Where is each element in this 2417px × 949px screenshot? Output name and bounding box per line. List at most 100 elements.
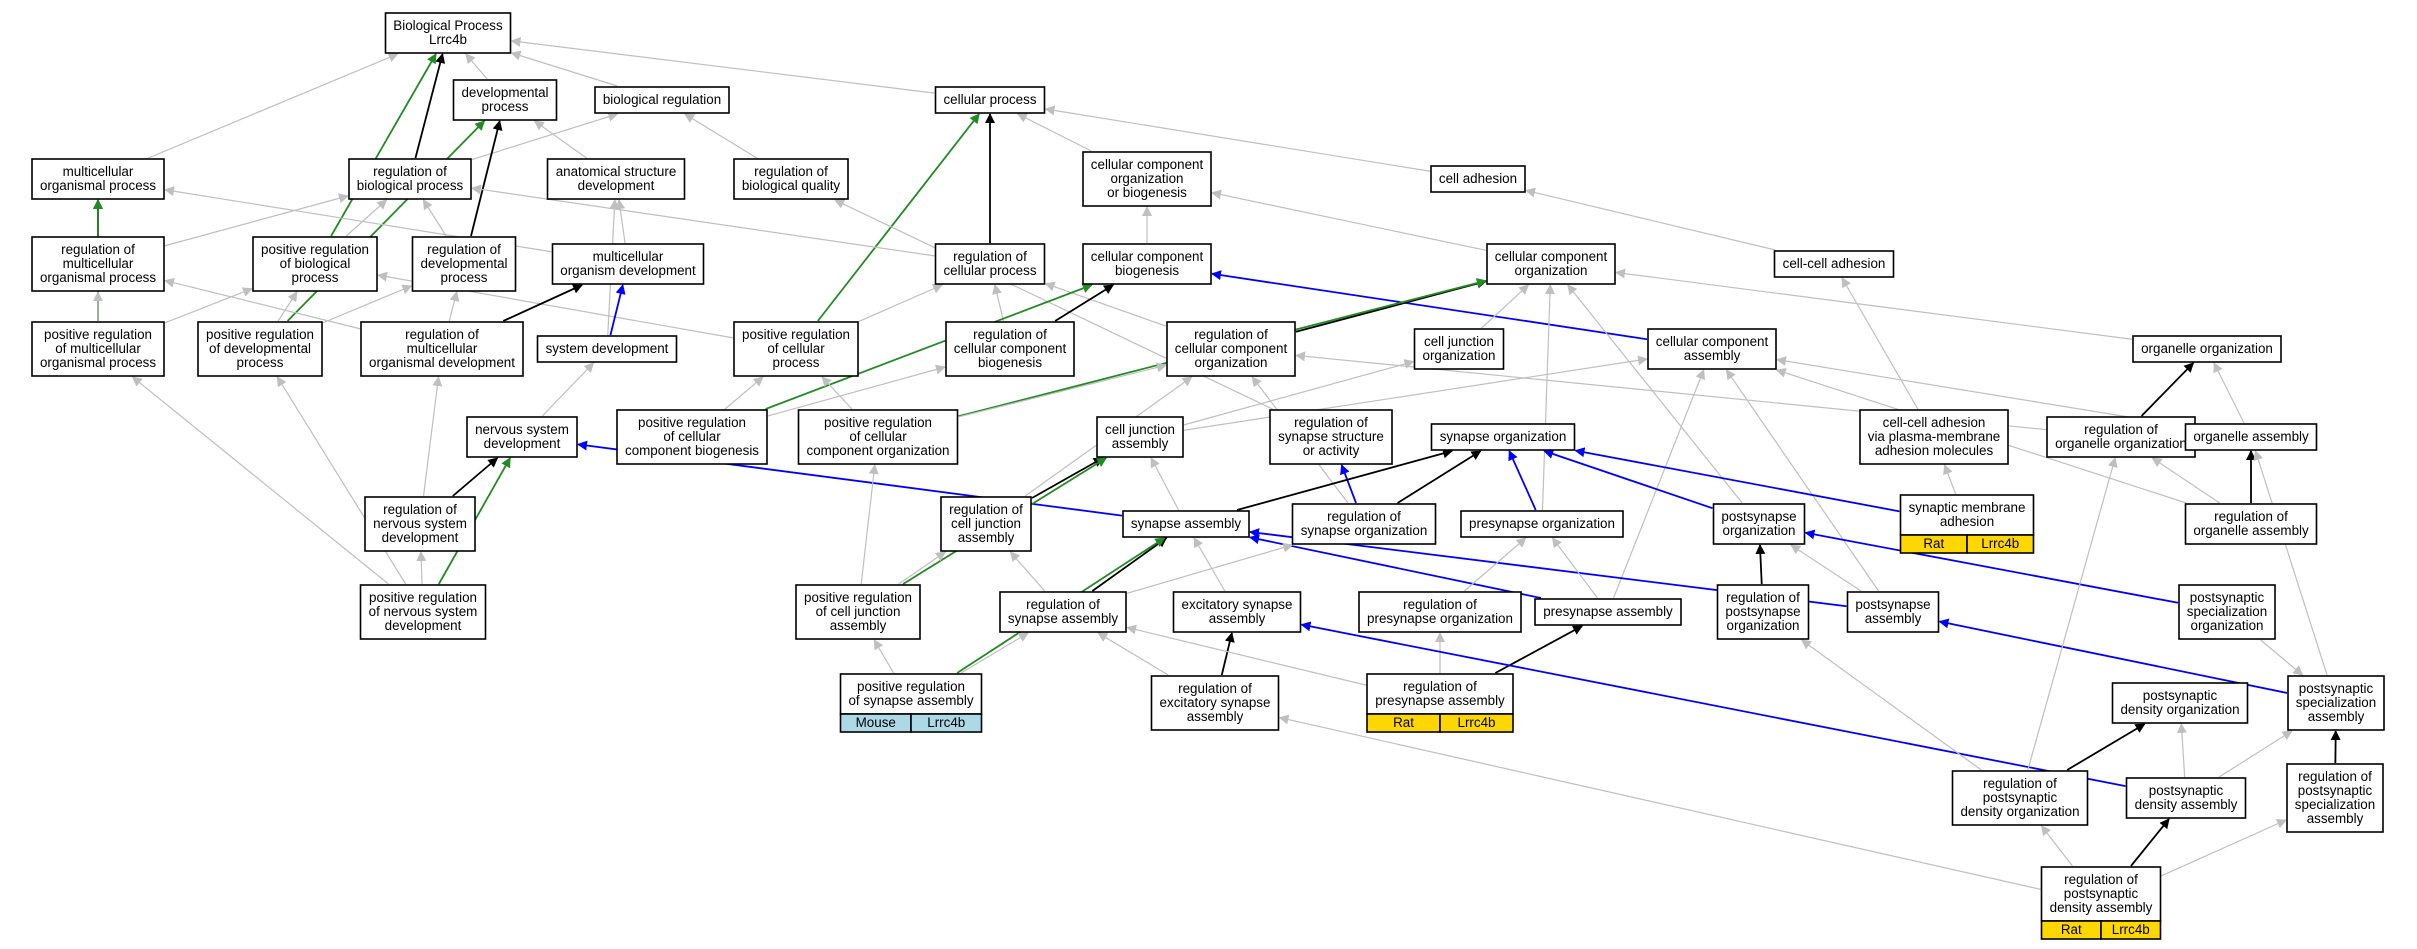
go-term-node-cp[interactable]: cellular process bbox=[934, 86, 1046, 114]
node-label-line: of synapse assembly bbox=[848, 693, 973, 708]
node-label-line: specialization bbox=[2296, 695, 2376, 710]
node-box bbox=[1534, 598, 1682, 626]
node-box bbox=[1166, 321, 1296, 377]
node-label-line: biological process bbox=[357, 178, 464, 193]
go-term-node-po[interactable]: presynapse organization bbox=[1460, 510, 1624, 538]
node-label-line: developmental bbox=[461, 85, 548, 100]
node-label-line: assembly bbox=[1209, 611, 1266, 626]
go-term-node-sd[interactable]: system development bbox=[536, 335, 678, 363]
edge-is-a-sa-to-cja bbox=[1150, 457, 1180, 511]
node-label-line: positive regulation bbox=[742, 327, 850, 342]
edge-is-a-rdp-to-rbp bbox=[422, 199, 447, 237]
edge-regulates-pso-to-so bbox=[1543, 449, 1713, 510]
node-label-line: density organization bbox=[2120, 702, 2239, 717]
edge-is-a-sma-to-ccapm bbox=[1943, 464, 1957, 495]
go-term-node-ca[interactable]: cell adhesion bbox=[1430, 165, 1526, 193]
node-label-line: of cell junction bbox=[816, 604, 901, 619]
node-box bbox=[1430, 423, 1576, 451]
node-label-line: synaptic membrane bbox=[1909, 500, 2026, 515]
node-box bbox=[2184, 503, 2318, 545]
node-box bbox=[197, 321, 323, 377]
go-term-node-oo[interactable]: organelle organization bbox=[2132, 335, 2282, 363]
node-label-line: cellular process bbox=[943, 263, 1036, 278]
node-box bbox=[1712, 503, 1806, 545]
edge-is-a-ccapm-to-cca bbox=[1841, 277, 1919, 410]
node-label-line: cellular component bbox=[1495, 249, 1608, 264]
go-term-node-rpssa[interactable]: regulation ofpostsynapticspecializationa… bbox=[2286, 763, 2384, 833]
node-label-line: Lrrc4b bbox=[429, 32, 467, 47]
node-label-line: excitatory synapse bbox=[1160, 695, 1271, 710]
edge-is-a-rssa-to-rbq bbox=[834, 199, 1273, 410]
edge-is-a-rmod-to-rmop bbox=[164, 277, 361, 330]
node-box bbox=[1859, 409, 2009, 465]
go-term-node-so[interactable]: synapse organization bbox=[1430, 423, 1576, 451]
node-box bbox=[1082, 151, 1212, 207]
annotation-gene: Lrrc4b bbox=[1981, 536, 2019, 551]
go-term-node-sa[interactable]: synapse assembly bbox=[1122, 510, 1250, 538]
node-label-line: process bbox=[237, 355, 284, 370]
edge-regulates-psso-to-pso bbox=[1804, 529, 2179, 604]
go-term-node-oa[interactable]: organelle assembly bbox=[2184, 423, 2318, 451]
go-term-node-breg[interactable]: biological regulation bbox=[594, 86, 730, 114]
go-term-node-pa[interactable]: presynapse assembly bbox=[1534, 598, 1682, 626]
edge-is-a-rbq-to-breg bbox=[684, 113, 758, 159]
node-label-line: organization bbox=[1111, 171, 1184, 186]
go-term-node-cca[interactable]: cell-cell adhesion bbox=[1773, 250, 1895, 278]
node-label-line: regulation of bbox=[1403, 679, 1477, 694]
node-label-line: regulation of bbox=[383, 502, 457, 517]
edge-is-a-pa-to-po bbox=[1551, 537, 1598, 599]
edge-is-a-resa-to-rsa bbox=[1097, 632, 1169, 676]
